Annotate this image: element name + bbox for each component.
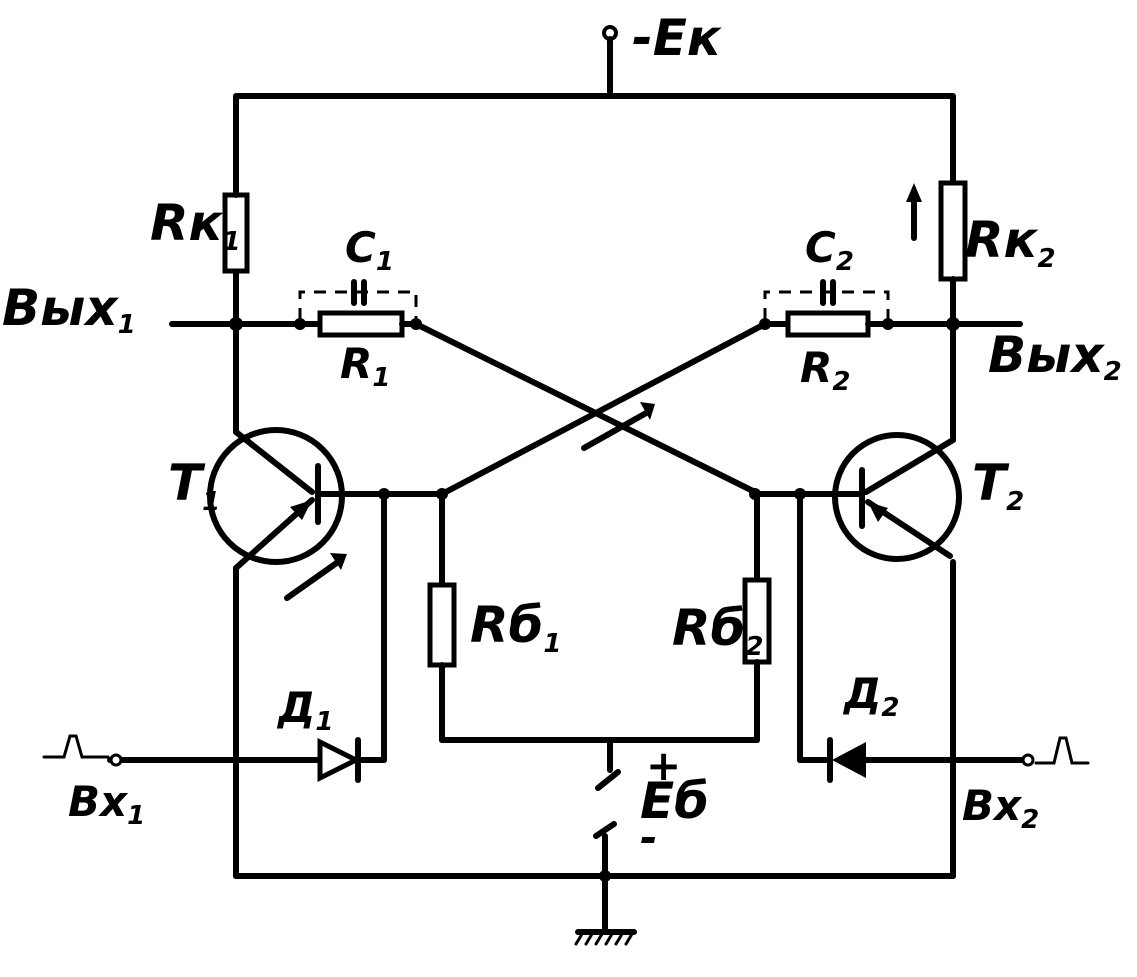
arrow-icon (284, 553, 347, 601)
rb2-label: Rб2 (672, 599, 764, 662)
input2-label: Вх2 (962, 781, 1039, 835)
bias-plus: + (646, 741, 681, 790)
rb1-label: Rб1 (470, 596, 562, 659)
resistor-rb1 (427, 582, 457, 668)
bias-label: Eб (640, 772, 709, 830)
input2-pulse-icon (1021, 736, 1090, 767)
r2-label: R2 (800, 343, 850, 397)
arrow-icon (581, 402, 655, 451)
bias-minus: - (640, 813, 657, 862)
diode-d1 (107, 737, 387, 783)
supply-terminal: -Eк (602, 9, 722, 99)
resistor-r2 (785, 310, 871, 338)
input1-label: Вх1 (68, 777, 145, 831)
diode-d2 (797, 737, 1025, 783)
resistor-rk1: Rк1 (150, 169, 250, 435)
resistor-r1 (317, 310, 405, 338)
input1-pulse-icon (42, 734, 123, 767)
d1-label: Д1 (276, 683, 334, 737)
capacitor-c2 (763, 279, 890, 320)
rk2-label: Rк2 (965, 211, 1056, 274)
c2-label: C2 (805, 223, 854, 277)
arrow-up-icon (906, 183, 922, 241)
resistor-rk2: Rк2 (906, 180, 1056, 443)
cross-wire-1 (413, 321, 758, 495)
t2-label: T2 (972, 454, 1024, 517)
bias-source: + Eб - (593, 737, 709, 879)
top-rail (233, 93, 956, 185)
t1-label: T1 (168, 454, 220, 517)
supply-label: -Eк (632, 9, 722, 67)
rk1-label: Rк1 (150, 194, 241, 257)
transistor-t2 (797, 321, 962, 562)
r1-label: R1 (340, 339, 390, 393)
output1-label: Вых1 (2, 279, 136, 340)
d2-label: Д2 (842, 669, 900, 723)
c1-label: C1 (345, 223, 394, 277)
capacitor-c1 (298, 279, 418, 320)
ground-icon (574, 873, 637, 946)
resistor-rb2 (742, 577, 772, 665)
transistor-t1 (207, 321, 387, 571)
cross-wire-2 (439, 321, 768, 497)
output2-label: Вых2 (988, 326, 1122, 387)
